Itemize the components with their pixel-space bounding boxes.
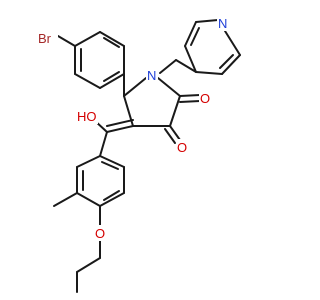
pyridine-ring	[184, 19, 241, 75]
c3-carbonyl-bond-2	[164, 128, 176, 144]
carbonyl-oxygen-2-label: O	[177, 140, 187, 155]
structure-canvas: Br N N O O HO O	[36, 15, 241, 293]
hydroxyl-atom: HO	[76, 108, 98, 124]
molecule-structure: Br N N O O HO O	[36, 15, 241, 293]
exocyclic-double-bond-2	[106, 119, 134, 127]
methylpropoxyphenyl-ring	[76, 155, 125, 207]
bromine-atom: Br	[36, 30, 58, 46]
lactam-nitrogen-atom: N	[146, 67, 158, 83]
c2-carbonyl-bond	[179, 94, 201, 97]
c2-carbonyl-bond-2	[179, 100, 201, 103]
carbonyl-oxygen-1-atom: O	[199, 90, 211, 106]
n-ch2-bond	[159, 59, 177, 74]
lactam-nitrogen-label: N	[147, 68, 156, 83]
carbonyl-oxygen-1-label: O	[200, 91, 210, 106]
bromine-label: Br	[38, 31, 52, 46]
ether-oxygen-atom: O	[94, 225, 106, 241]
hydroxyl-label: HO	[77, 109, 97, 124]
propyl-bond-2	[76, 257, 101, 273]
bromine-bond	[57, 35, 76, 47]
c3-carbonyl-bond	[169, 125, 181, 141]
pyridine-nitrogen-label: N	[218, 16, 227, 31]
pyrrolidine-ring	[123, 77, 181, 127]
ether-oxygen-label: O	[95, 226, 105, 241]
c-tolyl-bond	[99, 131, 108, 157]
bromophenyl-ring	[74, 31, 125, 89]
exocyclic-double-bond	[106, 125, 134, 133]
ch2-pyridyl-bond	[175, 59, 197, 73]
methyl-bond	[53, 192, 78, 207]
pyridine-nitrogen-atom: N	[217, 15, 229, 31]
carbonyl-oxygen-2-atom: O	[176, 139, 188, 155]
